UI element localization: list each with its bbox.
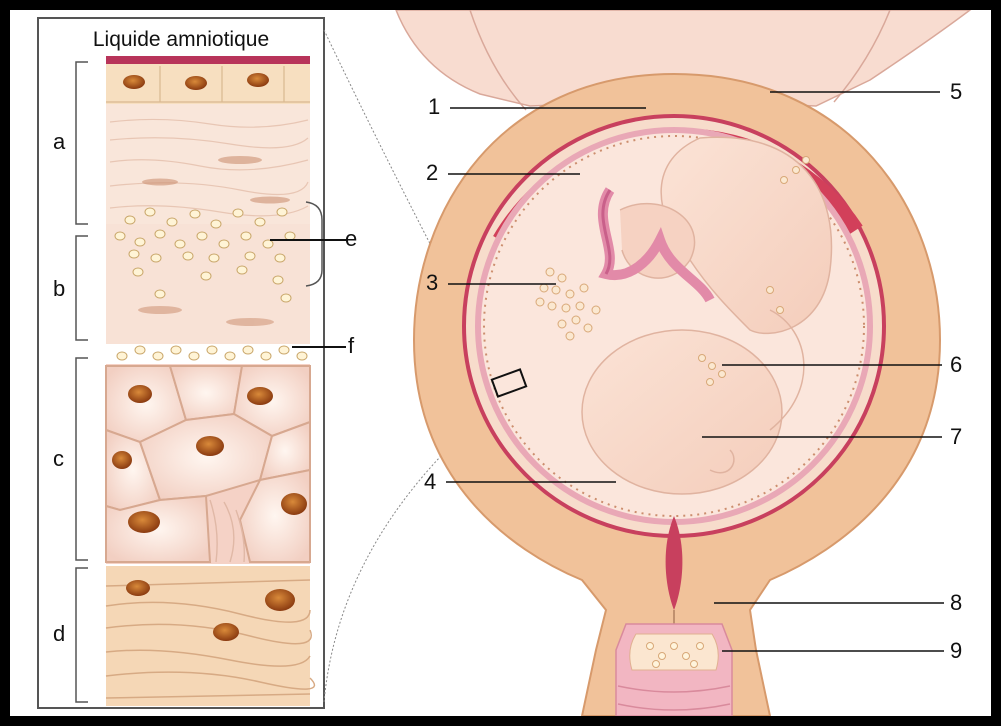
label-1: 1	[428, 94, 440, 119]
label-7: 7	[950, 424, 962, 449]
label-c: c	[53, 446, 64, 471]
diagram-frame: Liquide amniotique	[10, 10, 991, 716]
layer-strip	[106, 56, 314, 706]
label-5: 5	[950, 79, 962, 104]
mucus-plug	[630, 634, 719, 670]
uterus-diagram	[396, 10, 970, 716]
label-b: b	[53, 276, 65, 301]
label-4: 4	[424, 469, 436, 494]
epithelium-top-edge	[106, 56, 310, 64]
label-d: d	[53, 621, 65, 646]
label-f: f	[348, 333, 355, 358]
label-9: 9	[950, 638, 962, 663]
label-6: 6	[950, 352, 962, 377]
diagram-canvas: Liquide amniotique	[10, 10, 991, 716]
membrane-detail-panel: Liquide amniotique	[38, 18, 357, 708]
label-2: 2	[426, 160, 438, 185]
panel-title: Liquide amniotique	[93, 28, 269, 51]
label-e: e	[345, 226, 357, 251]
label-3: 3	[426, 270, 438, 295]
fetus-head	[582, 330, 782, 494]
label-8: 8	[950, 590, 962, 615]
label-a: a	[53, 129, 66, 154]
